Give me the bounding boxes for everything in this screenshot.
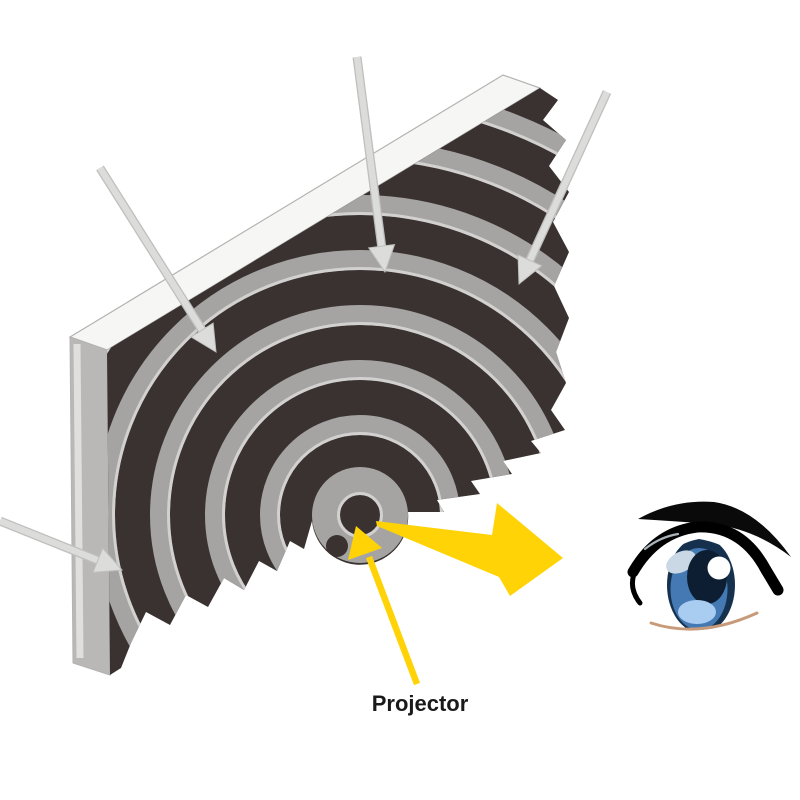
- arrow-shaft: [524, 90, 610, 267]
- ambient-light-arrow: [0, 516, 124, 573]
- fresnel-ring-edge: [107, 212, 569, 675]
- projector-label: Projector: [372, 691, 469, 716]
- ambient-light-arrow: [352, 56, 396, 274]
- lower-lid-line: [649, 611, 759, 631]
- inner-corner-line: [630, 571, 643, 606]
- fresnel-ring: [107, 195, 569, 675]
- fresnel-ring-edge: [112, 267, 569, 675]
- ambient-light-arrow: [517, 90, 612, 286]
- arrow-head: [190, 322, 217, 353]
- projector-beam-shaft: [365, 555, 421, 686]
- arrow-head: [367, 243, 396, 274]
- projector-beam-head: [348, 526, 382, 560]
- arrow-head: [517, 254, 543, 286]
- reflected-light-arrow: [376, 503, 563, 596]
- panel-side-highlight: [73, 343, 84, 659]
- eye-highlight: [707, 556, 731, 580]
- eye-iris-group: [666, 539, 735, 630]
- arrow-shaft: [353, 56, 386, 252]
- projector-beam-arrow: [348, 526, 421, 686]
- arrow-shaft: [97, 166, 208, 336]
- groove-notch: [326, 535, 348, 557]
- fresnel-ring: [107, 250, 569, 675]
- eyelid-crease: [643, 532, 680, 551]
- projection-light-arrows: [348, 503, 563, 686]
- ambient-light-arrow: [96, 165, 217, 353]
- eyebrow-shape: [638, 501, 791, 557]
- viewer-eye-icon: [627, 501, 791, 631]
- upper-eyelid: [627, 521, 784, 596]
- arrow-shaft: [0, 518, 104, 566]
- iris-bottom-glow: [678, 600, 716, 624]
- ambient-light-arrows: [0, 56, 612, 573]
- arrow-head: [92, 547, 124, 573]
